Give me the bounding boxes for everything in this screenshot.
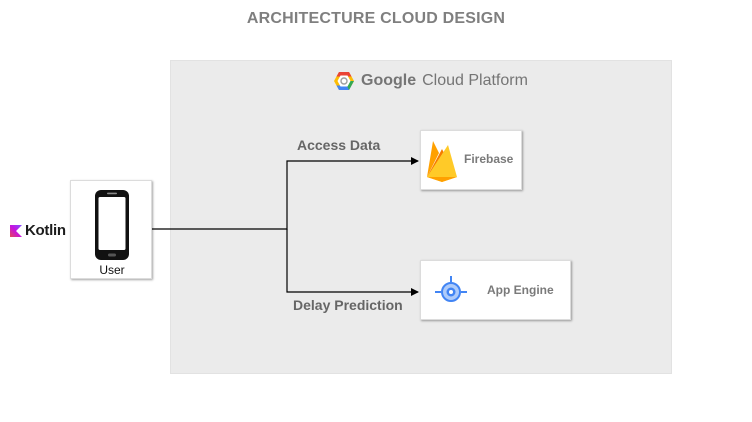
edge-label-access: Access Data xyxy=(297,137,381,153)
firebase-label: Firebase xyxy=(464,152,514,166)
edge-user-to-appengine xyxy=(286,229,419,296)
edge-user-to-firebase xyxy=(152,157,419,230)
edge-label-delay: Delay Prediction xyxy=(293,297,403,313)
gcp-region xyxy=(170,60,672,374)
appengine-label: App Engine xyxy=(487,283,554,297)
kotlin-label: Kotlin xyxy=(25,222,66,239)
gcp-hexagon-icon xyxy=(334,72,354,90)
appengine-card[interactable]: App Engine xyxy=(420,260,571,320)
diagram-title: ARCHITECTURE CLOUD DESIGN xyxy=(246,10,506,27)
kotlin-icon xyxy=(10,224,22,237)
firebase-flame-icon xyxy=(427,141,457,182)
gcp-header: Google Cloud Platform xyxy=(333,68,528,94)
smartphone-icon xyxy=(95,190,129,260)
firebase-card[interactable]: Firebase xyxy=(420,130,522,190)
gcp-name: Cloud Platform xyxy=(422,72,528,89)
kotlin-logo: Kotlin xyxy=(10,222,66,239)
user-label: User xyxy=(99,263,125,277)
app-engine-icon xyxy=(435,276,467,302)
gcp-brand: Google xyxy=(361,72,417,89)
user-card[interactable]: User xyxy=(70,180,152,279)
